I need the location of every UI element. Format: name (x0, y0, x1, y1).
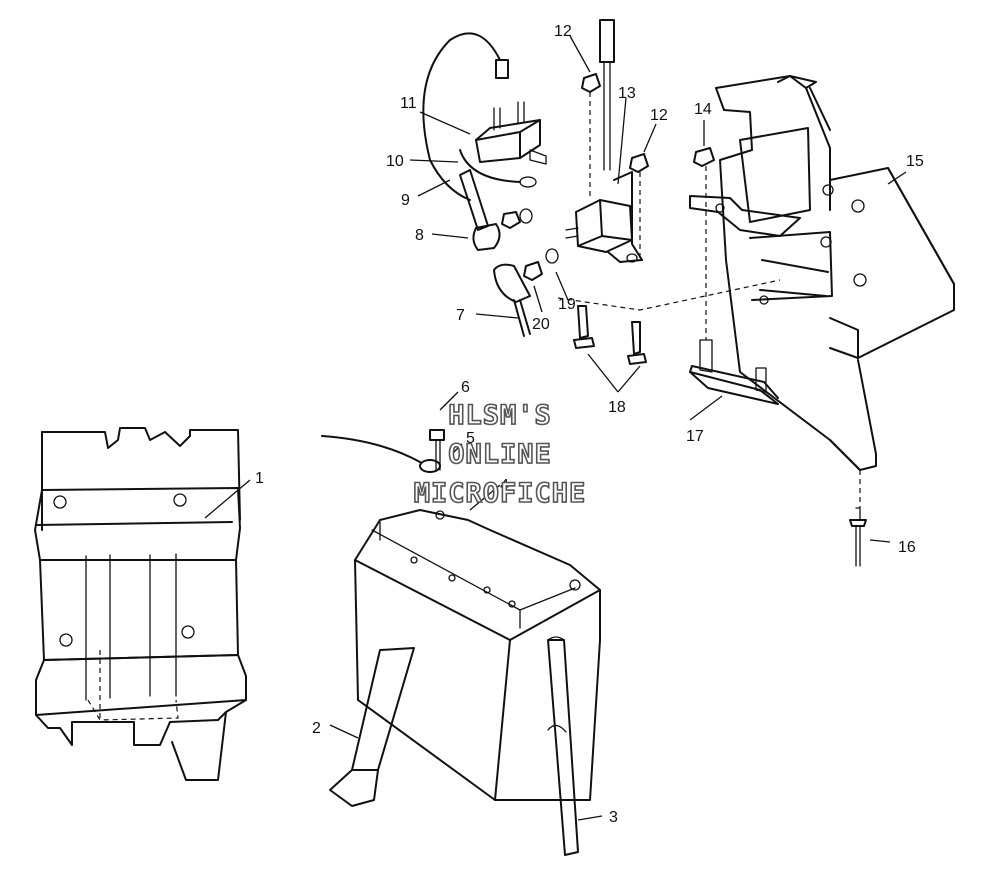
callout-17: 17 (686, 428, 704, 445)
watermark-line-1: HLSM'S (447, 399, 552, 432)
part-17-pad (689, 339, 779, 421)
callout-15: 15 (906, 153, 924, 170)
part-12-nuts (569, 35, 657, 260)
part-15-mount-bracket (689, 75, 955, 471)
part-11-relay (419, 101, 547, 165)
callout-12-top: 12 (554, 23, 572, 40)
part-8-boot (431, 169, 501, 251)
callout-18: 18 (608, 399, 626, 416)
callout-14: 14 (694, 101, 712, 118)
callout-10: 10 (386, 153, 404, 170)
watermark-line-3: MICROFICHE (413, 477, 587, 510)
part-19-20-nuts (501, 208, 569, 313)
callout-13: 13 (618, 85, 636, 102)
part-5-6-cable-screw (321, 391, 463, 473)
callout-8: 8 (415, 227, 424, 244)
part-18-bolts (557, 279, 781, 393)
part-16-rivet (849, 470, 891, 567)
part-2-strap (329, 647, 415, 807)
part-1-battery-box (34, 427, 251, 781)
callout-5: 5 (466, 430, 475, 447)
callout-7: 7 (456, 307, 465, 324)
callout-2: 2 (312, 720, 321, 737)
part-3-vent-tube (547, 636, 603, 856)
part-13-solenoid (565, 19, 643, 263)
callout-1: 1 (255, 470, 264, 487)
callout-19: 19 (558, 296, 576, 313)
part-4-battery (354, 484, 601, 801)
callout-9: 9 (401, 192, 410, 209)
part-7-boot-cable (475, 263, 531, 337)
callout-4: 4 (500, 477, 509, 494)
watermark-line-2: ONLINE (447, 438, 552, 471)
part-10-9-wires (409, 32, 537, 201)
callout-labels: 1 2 3 4 5 6 7 8 9 10 11 12 12 13 14 15 1… (255, 23, 924, 826)
callout-16: 16 (898, 539, 916, 556)
callout-3: 3 (609, 809, 618, 826)
callout-11: 11 (400, 95, 417, 112)
callout-20: 20 (532, 316, 550, 333)
part-14-nut (693, 120, 715, 340)
callout-12-right: 12 (650, 107, 668, 124)
callout-6: 6 (461, 379, 470, 396)
